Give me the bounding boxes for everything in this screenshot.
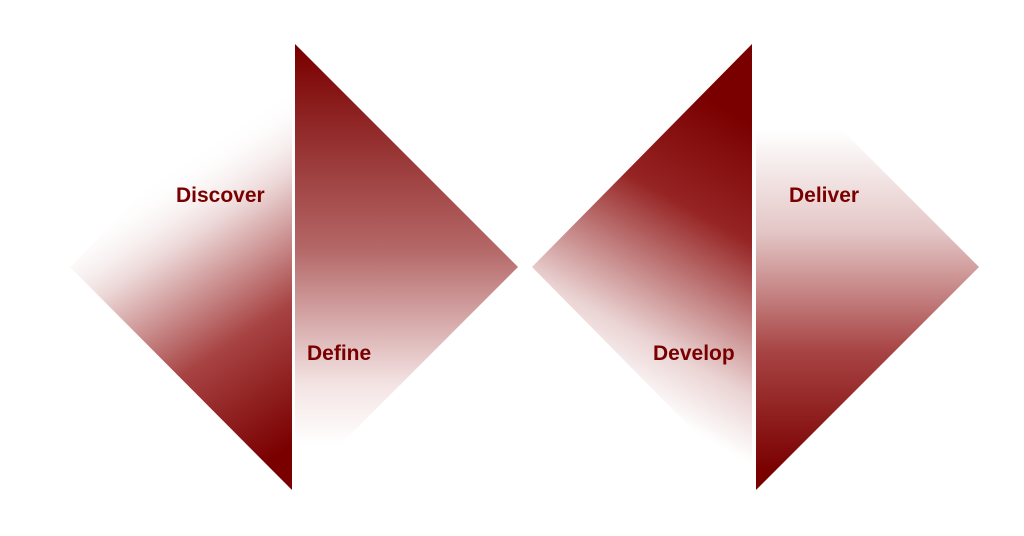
develop-shape [532, 44, 752, 490]
discover-label: Discover [176, 184, 265, 207]
define-label: Define [307, 342, 371, 365]
deliver-label: Deliver [789, 184, 859, 207]
define-shape [295, 44, 518, 490]
deliver-shape [756, 44, 979, 490]
discover-shape [70, 44, 292, 490]
develop-label: Develop [653, 342, 735, 365]
